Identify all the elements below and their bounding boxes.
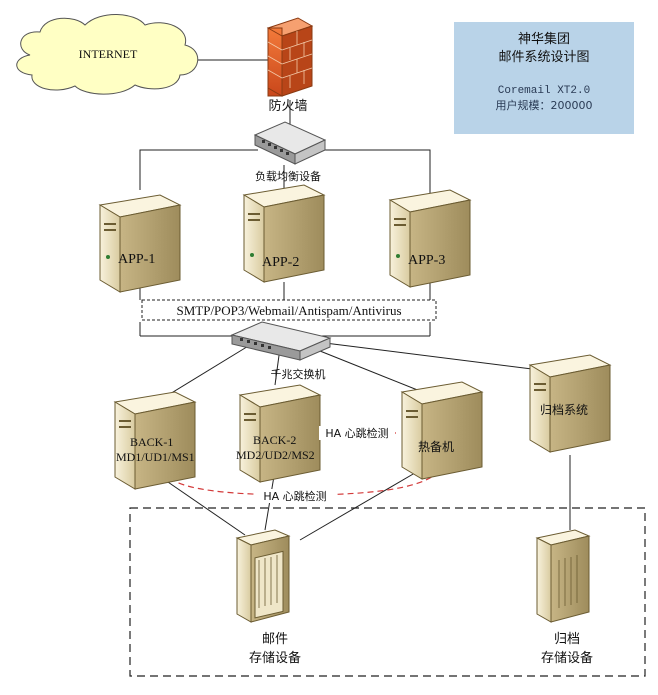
info-scale: 用户规模：200000 bbox=[496, 98, 593, 112]
app-2-label: APP-2 bbox=[262, 255, 299, 270]
internet-label: INTERNET bbox=[79, 47, 138, 61]
back-server-2 bbox=[238, 384, 322, 483]
ha-label-upper: HA 心跳检测 bbox=[325, 426, 388, 440]
firewall-icon bbox=[266, 17, 314, 97]
info-title-2: 邮件系统设计图 bbox=[498, 50, 589, 65]
mail-storage-line1: 邮件 bbox=[262, 632, 288, 647]
info-version: Coremail XT2.0 bbox=[498, 85, 590, 97]
archive-server-label: 归档系统 bbox=[540, 403, 588, 417]
info-box: 神华集团 邮件系统设计图 Coremail XT2.0 用户规模：200000 bbox=[454, 22, 634, 134]
archive-storage-line1: 归档 bbox=[554, 632, 580, 647]
archive-storage-line2: 存储设备 bbox=[541, 650, 593, 666]
hot-standby-server bbox=[400, 381, 484, 480]
app-server-2 bbox=[242, 184, 326, 283]
app-server-3 bbox=[388, 189, 472, 288]
load-balancer-label: 负载均衡设备 bbox=[255, 169, 321, 183]
back-1-name: BACK-1 bbox=[130, 435, 173, 449]
storage-zone bbox=[129, 507, 646, 677]
protocol-label: SMTP/POP3/Webmail/Antispam/Antivirus bbox=[176, 303, 401, 318]
app-3-label: APP-3 bbox=[408, 253, 445, 268]
back-2-name: BACK-2 bbox=[253, 433, 296, 447]
protocol-banner: SMTP/POP3/Webmail/Antispam/Antivirus bbox=[141, 299, 437, 321]
ha-label-lower: HA 心跳检测 bbox=[263, 489, 326, 503]
hot-standby-label: 热备机 bbox=[418, 440, 454, 454]
info-title-1: 神华集团 bbox=[518, 31, 570, 47]
app-server-1 bbox=[98, 194, 182, 293]
mail-storage-line2: 存储设备 bbox=[249, 650, 301, 666]
back-2-role: MD2/UD2/MS2 bbox=[236, 448, 315, 462]
firewall-label: 防火墙 bbox=[268, 98, 307, 114]
internet-cloud: INTERNET bbox=[16, 14, 199, 95]
archive-storage-icon bbox=[535, 529, 591, 623]
switch-icon bbox=[230, 321, 332, 361]
archive-server bbox=[528, 354, 612, 453]
app-1-label: APP-1 bbox=[118, 252, 155, 267]
switch-label: 千兆交换机 bbox=[271, 367, 326, 381]
back-server-1 bbox=[113, 391, 197, 490]
mail-storage-icon bbox=[235, 529, 291, 623]
load-balancer-icon bbox=[253, 121, 327, 165]
back-1-role: MD1/UD1/MS1 bbox=[116, 450, 195, 464]
